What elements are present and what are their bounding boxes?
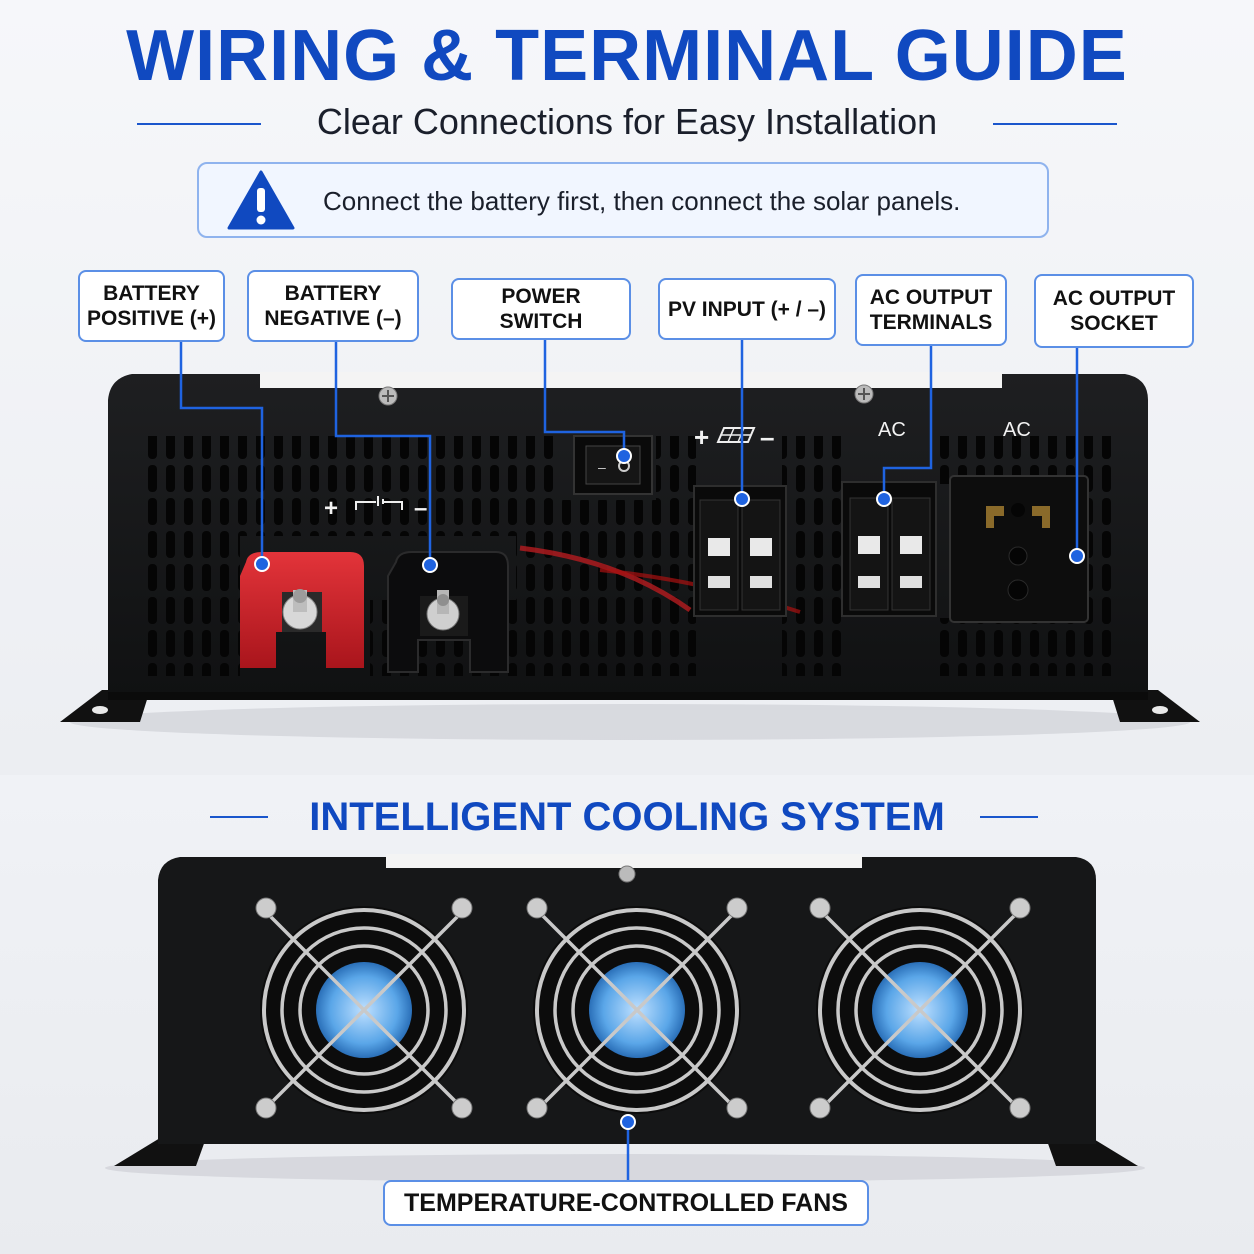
power-switch: – — [573, 435, 653, 495]
svg-text:–: – — [598, 459, 606, 475]
ac-terminals-marking: AC — [878, 419, 906, 441]
cooling-rule-left — [210, 816, 268, 818]
label-temperature-controlled-fans: TEMPERATURE-CONTROLLED FANS — [383, 1180, 869, 1226]
ac-output-socket — [949, 475, 1089, 623]
left-mounting-foot-lower — [114, 1138, 206, 1166]
page-title: WIRING & TERMINAL GUIDE — [126, 16, 1128, 96]
warning-triangle-icon — [227, 170, 295, 230]
subtitle-rule-right — [993, 123, 1117, 125]
pv-input-connectors — [693, 485, 787, 617]
label-pv-input: PV INPUT (+ / –) — [658, 278, 836, 340]
pv-polarity-minus: – — [760, 422, 774, 452]
cooling-section-title: INTELLIGENT COOLING SYSTEM — [309, 795, 945, 839]
cooling-fan-left — [255, 897, 473, 1119]
battery-polarity-plus: + — [324, 495, 338, 522]
battery-positive-terminal — [240, 552, 364, 668]
battery-negative-terminal — [387, 551, 509, 673]
battery-polarity-minus: – — [414, 495, 427, 522]
ac-socket-marking: AC — [1003, 419, 1031, 441]
cooling-fan-center — [526, 897, 748, 1119]
warning-notice: Connect the battery first, then connect … — [197, 162, 1049, 238]
right-mounting-foot-lower — [1046, 1138, 1138, 1166]
warning-text: Connect the battery first, then connect … — [323, 186, 961, 216]
cooling-rule-right — [980, 816, 1038, 818]
inverter-fan-panel — [105, 854, 1145, 1182]
pv-polarity-plus: + — [694, 422, 709, 452]
ac-output-terminal-block — [841, 481, 937, 617]
cooling-fan-right — [809, 897, 1031, 1119]
label-ac-output-socket: AC OUTPUT SOCKET — [1034, 274, 1194, 348]
subtitle-rule-left — [137, 123, 261, 125]
label-power-switch: POWER SWITCH — [451, 278, 631, 340]
label-battery-positive: BATTERY POSITIVE (+) — [78, 270, 225, 342]
inverter-rear-panel: + – – + – AC — [60, 372, 1200, 740]
label-battery-negative: BATTERY NEGATIVE (–) — [247, 270, 419, 342]
label-ac-output-terminals: AC OUTPUT TERMINALS — [855, 274, 1007, 346]
page-subtitle: Clear Connections for Easy Installation — [316, 101, 938, 142]
